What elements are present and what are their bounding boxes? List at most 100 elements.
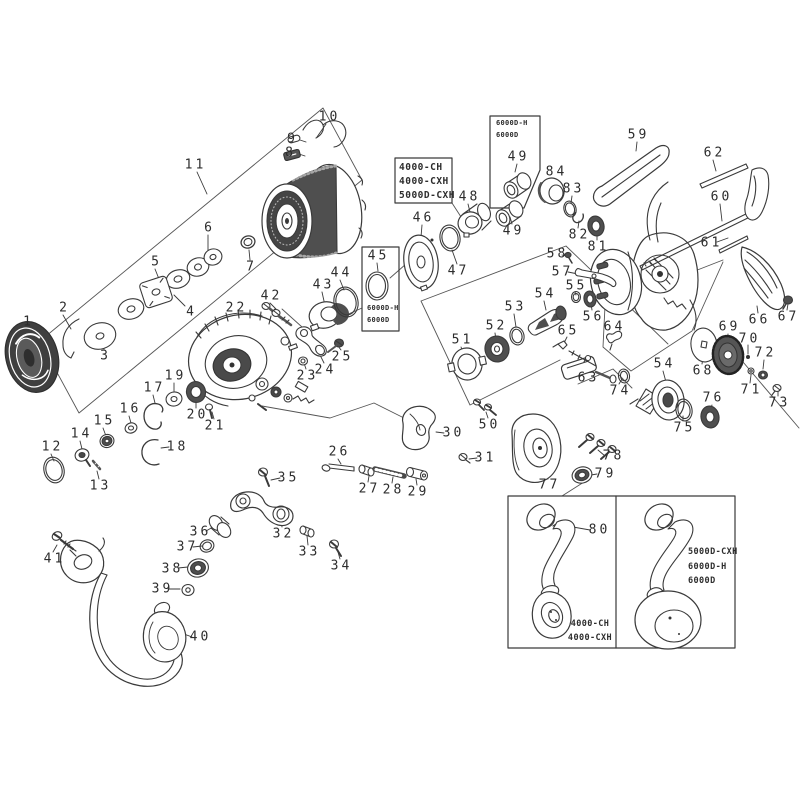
part-label-14: 14 [70, 426, 93, 442]
variant-line: 4000-CXH [399, 176, 449, 187]
part-66-rotor-brake [740, 246, 786, 311]
part-53-ring [509, 326, 525, 346]
variant-line: 4000-CH [399, 162, 443, 173]
part-6-washer [203, 248, 223, 266]
part-52-bearing [484, 335, 510, 363]
part-63-slider [560, 355, 617, 384]
part-label-30: 30 [442, 425, 465, 441]
part-12-ring [43, 456, 65, 484]
part-label-3: 3 [100, 348, 111, 364]
part-20-roller-clutch [185, 380, 207, 404]
part-label-71: 71 [740, 382, 763, 398]
part-74-ring [617, 368, 631, 384]
part-label-9: 9 [287, 131, 298, 147]
part-42-screws [261, 301, 293, 327]
part-65-spring-clip [552, 340, 597, 367]
part-label-26: 26 [328, 444, 351, 460]
part-46-drag-disc [403, 234, 439, 292]
part-label-57: 57 [551, 264, 574, 280]
part-67-screw [782, 295, 794, 310]
part-label-84: 84 [545, 164, 568, 180]
part-label-5: 5 [151, 254, 162, 270]
part-72-nut [757, 370, 769, 380]
part-label-44: 44 [330, 265, 353, 281]
part-55-washer [570, 290, 582, 304]
variant-line: 6000D [496, 130, 519, 139]
part-label-69: 69 [718, 319, 741, 335]
part-21-screw [204, 403, 214, 419]
part-50-screws [472, 398, 497, 416]
part-79-washer [571, 466, 593, 484]
variant-line: 6000D-H [367, 304, 399, 312]
variant-line: 4000-CH [570, 619, 610, 629]
part-38-line-roller [187, 558, 209, 578]
part-label-53: 53 [504, 299, 527, 315]
part-58-screw [564, 251, 573, 264]
part-34-screw [328, 539, 342, 557]
variant-line: 6000D-H [496, 119, 528, 127]
part-54-pinion [527, 305, 567, 336]
part-label-76: 76 [702, 390, 725, 406]
part-39-washer [181, 583, 195, 597]
part-27-collar [358, 464, 375, 477]
part-label-61: 61 [700, 235, 723, 251]
part-56-bearing [583, 290, 597, 308]
part-label-47: 47 [447, 263, 470, 279]
handle-4000 [526, 503, 576, 639]
part-label-59: 59 [627, 127, 650, 143]
part-label-39: 39 [151, 581, 174, 597]
part-73-screw [771, 383, 782, 396]
part-label-28: 28 [382, 482, 405, 498]
part-2-retainer [62, 318, 80, 359]
part-62-rod [699, 163, 749, 189]
part-84-cap [537, 177, 565, 205]
part-18-c-clip [141, 439, 160, 466]
part-70-pin [746, 355, 750, 359]
part-label-50: 50 [478, 417, 501, 433]
part-label-46: 46 [412, 210, 435, 226]
part-label-79: 79 [594, 466, 617, 482]
part-label-21: 21 [204, 418, 227, 434]
part-44-ring [333, 286, 359, 318]
part-33-collar [299, 525, 315, 538]
part-label-19: 19 [164, 368, 187, 384]
part-label-34: 34 [330, 558, 353, 574]
part-57-lever [574, 268, 617, 288]
part-label-13: 13 [89, 478, 112, 494]
part-label-8: 8 [285, 145, 296, 161]
variant-line: 5000D-CXH [399, 190, 455, 201]
clutch-bracket [744, 167, 770, 221]
part-label-54: 54 [534, 286, 557, 302]
part-77-cover-dome [511, 413, 562, 484]
variant-line: 4000-CXH [567, 633, 613, 643]
part-label-65: 65 [557, 323, 580, 339]
part-label-74: 74 [609, 383, 632, 399]
part-51-rotor-nut [447, 347, 487, 381]
part-19-washer [165, 391, 183, 407]
part-label-29: 29 [407, 484, 430, 500]
part-label-24: 24 [314, 362, 337, 378]
handle-5000-6000 [634, 503, 702, 650]
part-43-seal-plate [308, 301, 350, 332]
part-label-62: 62 [703, 145, 726, 161]
part-label-36: 36 [189, 524, 212, 540]
part-5-friction-plate [139, 275, 173, 309]
part-label-70: 70 [738, 331, 761, 347]
part-label-23: 23 [296, 368, 319, 384]
part-label-38: 38 [161, 561, 184, 577]
part-29-plunger [405, 466, 429, 481]
part-22-rotor [187, 309, 315, 411]
part-16-washer [124, 422, 138, 434]
part-label-49: 49 [507, 149, 530, 165]
part-59-body-cover [592, 144, 670, 207]
part-label-22: 22 [225, 300, 248, 316]
part-4-drag-washers [117, 257, 210, 320]
part-49-collar-variant [503, 172, 532, 199]
part-label-63: 63 [577, 370, 600, 386]
part-76-bearing [700, 405, 720, 429]
part-label-77: 77 [538, 477, 561, 493]
part-label-33: 33 [298, 544, 321, 560]
variant-line: 6000D-H [688, 561, 727, 572]
part-label-83: 83 [562, 181, 585, 197]
